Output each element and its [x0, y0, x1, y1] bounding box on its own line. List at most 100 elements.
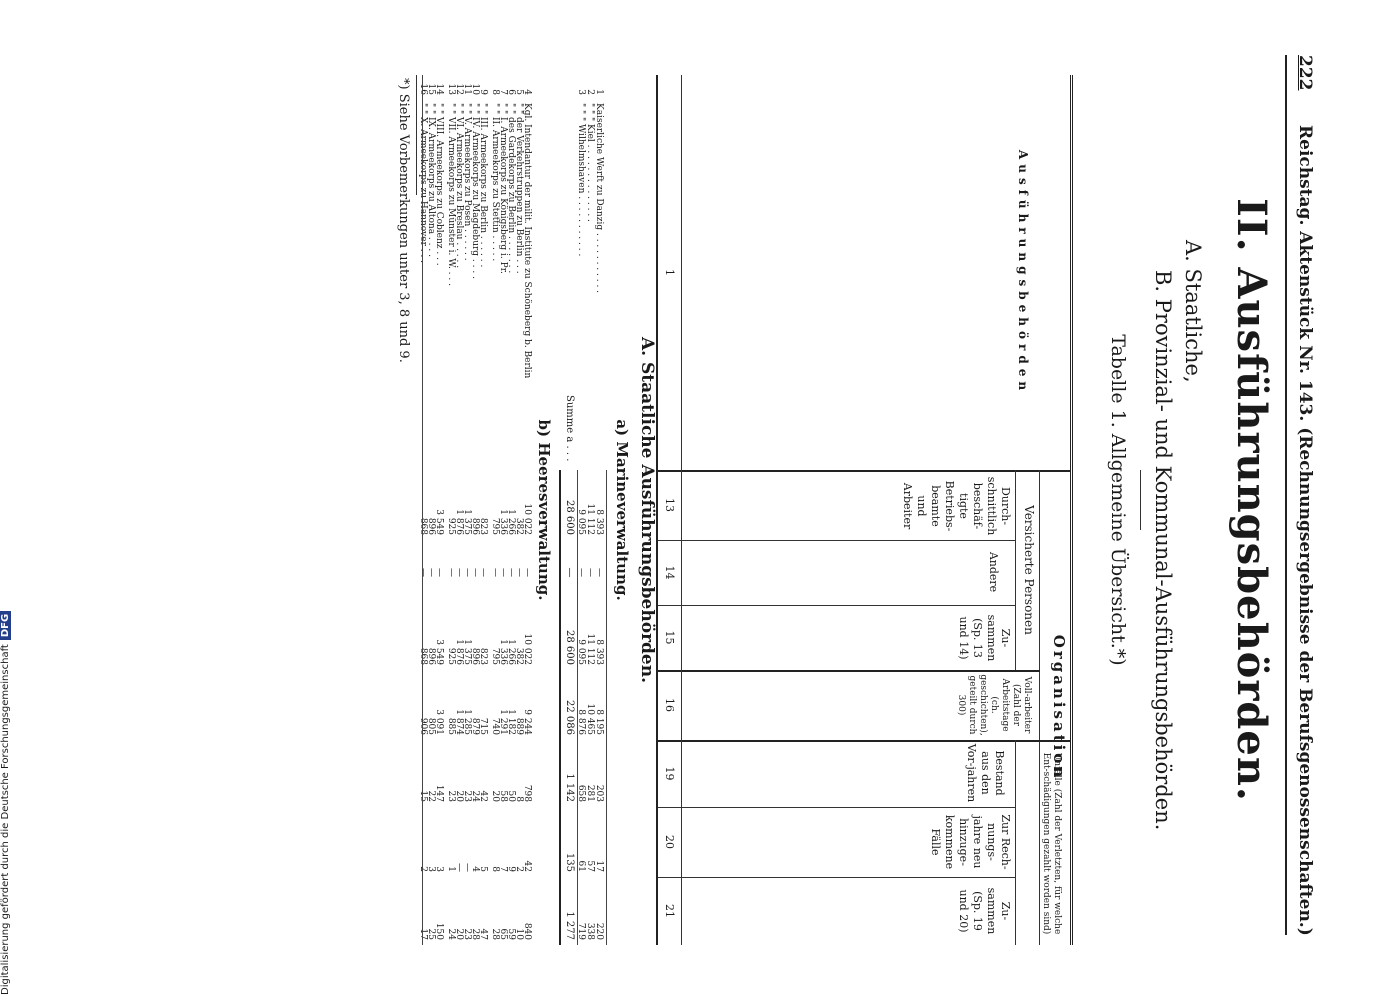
row-number: 1 [594, 89, 604, 95]
header-col19: Bestand aus den Vor-jahren [965, 743, 1006, 803]
cell-c16: 740 [490, 717, 500, 735]
credit-text: Digitalisierung gefördert durch die Deut… [0, 644, 11, 995]
cell-c13: 925 [446, 517, 456, 535]
cell-c13: 8 393 [594, 509, 604, 535]
subgroup-a-title: a) Marineverwaltung. [613, 419, 631, 601]
cell-c15: 795 [490, 647, 500, 665]
sum-c15: 28 600 [564, 630, 575, 665]
cell-c20: 1 [446, 866, 456, 872]
digitization-credit: Digitalisierung gefördert durch die Deut… [0, 610, 11, 995]
sum-c19: 1 142 [564, 773, 575, 802]
subsection-a: A. Staatliche, [1181, 240, 1205, 383]
table-row: 8 " " II. Armeekorps zu Stettin . . . . .… [490, 75, 500, 945]
cell-c21: 220 [594, 922, 604, 940]
marine-bottom-rule [559, 470, 561, 945]
header-col16: Voll-arbeiter (Zahl der Arbeitstage (ch.… [956, 674, 1032, 736]
cell-c13: 795 [490, 517, 500, 535]
cell-c14: — [585, 568, 595, 577]
column-number: 14 [663, 565, 676, 580]
header-unfaelle: Unfälle (Zahl der Verletzten, für welche… [1041, 752, 1062, 935]
cell-c20: 9 [506, 866, 516, 872]
group-a-title: A. Staatliche Ausführungsbehörden. [637, 336, 657, 684]
cell-c19: 203 [594, 784, 604, 802]
page-number: 222 [1295, 55, 1315, 91]
header-divider [658, 740, 1070, 742]
table-header: Ausführungsbehörden Organisation Versich… [656, 75, 1073, 945]
cell-c20: 7 [498, 866, 508, 872]
cell-c14: — [594, 568, 604, 577]
table-row: 13 " " VII. Armeekorps zu Münster i. W. .… [446, 75, 456, 945]
cell-c14: — [446, 568, 456, 577]
row-name: " " " Kiel . . . . . . . . . . . . . . [585, 103, 595, 222]
column-number: 19 [663, 766, 676, 781]
sum-c13: 28 600 [564, 500, 575, 535]
cell-c20: 17 [594, 860, 604, 872]
header-divider [658, 470, 1070, 472]
cell-c20: 42 [522, 860, 532, 872]
cell-c15: 11 112 [585, 633, 595, 666]
cell-c21: 24 [446, 928, 456, 940]
cell-c19: 798 [522, 784, 532, 802]
subsection-b: B. Provinzial- und Kommunal-Ausführungsb… [1151, 270, 1175, 831]
sum-c21: 1 277 [564, 911, 575, 940]
header-divider [658, 877, 1016, 878]
footnote-rule [416, 75, 417, 195]
marine-sum-row: Summe a . . . 28 600 — 28 600 22 086 1 1… [563, 75, 575, 945]
header-number-rule [681, 75, 682, 945]
header-rule-3 [1015, 740, 1016, 945]
header-first-col: Ausführungsbehörden [1016, 149, 1030, 396]
sum-c16: 22 086 [564, 700, 575, 735]
header-divider [658, 807, 1016, 808]
row-name: " " " Wilhelmshaven . . . . . . . . . . … [576, 103, 586, 257]
footnote: *) Siehe Vorbemerkungen unter 3, 8 und 9… [396, 78, 411, 363]
sum-c14: — [564, 567, 575, 578]
row-number: 13 [446, 83, 456, 95]
header-divider [658, 540, 1016, 541]
cell-c13: 11 112 [585, 503, 595, 536]
header-col15: Zu-sammen (Sp. 13 und 14) [957, 614, 1012, 662]
column-number: 16 [663, 698, 676, 712]
divider [1140, 470, 1141, 530]
cell-c16: 8 195 [594, 709, 604, 735]
column-number: 1 [663, 269, 676, 276]
section-title: II. Ausführungsbehörden. [1228, 198, 1275, 802]
header-col14: Andere [987, 551, 1000, 593]
row-name: " " VII. Armeekorps zu Münster i. W. . .… [446, 103, 456, 286]
heer-bottom-rule [422, 75, 423, 945]
cell-c19: 20 [490, 790, 500, 802]
column-number: 13 [663, 498, 676, 512]
cell-c19: 23 [446, 790, 456, 802]
cell-c19: 281 [585, 784, 595, 802]
row-name: " " II. Armeekorps zu Stettin . . . . . [490, 103, 500, 262]
cell-c21: 28 [490, 928, 500, 940]
header-rule-2 [1015, 470, 1016, 670]
cell-c20: 2 [514, 866, 524, 872]
cell-c20: 3 [434, 866, 444, 872]
cell-c20: 8 [490, 866, 500, 872]
header-col20: Zur Rech-nungs-jahre neu hinzuge-kommene… [929, 814, 1012, 870]
row-number: 2 [585, 89, 595, 95]
header-col21: Zu-sammen (Sp. 19 und 20) [957, 887, 1012, 935]
header-rule [1285, 55, 1287, 935]
sum-c20: 135 [564, 852, 575, 872]
cell-c20: 57 [585, 860, 595, 872]
column-number: 20 [663, 835, 676, 849]
column-number: 15 [663, 630, 676, 645]
cell-c16: 10 465 [585, 703, 595, 736]
sum-label: Summe a . . . [564, 395, 575, 462]
row-name: Kaiserliche Werft zu Danzig . . . . . . … [594, 103, 604, 294]
cell-c16: 885 [446, 717, 456, 735]
cell-c20: — [454, 863, 464, 872]
row-number: 8 [490, 89, 500, 95]
table-title: Tabelle 1. Allgemeine Übersicht.*) [1107, 334, 1129, 666]
header-divider [658, 605, 1016, 606]
cell-c20: 5 [478, 866, 488, 872]
marine-top-rule [606, 470, 607, 945]
marine-sum-rule [577, 470, 578, 945]
table-row: 2 " " " Kiel . . . . . . . . . . . . . . 1… [585, 75, 595, 945]
cell-c21: 338 [585, 922, 595, 940]
cell-c15: 8 393 [594, 639, 604, 665]
cell-c14: — [490, 568, 500, 577]
